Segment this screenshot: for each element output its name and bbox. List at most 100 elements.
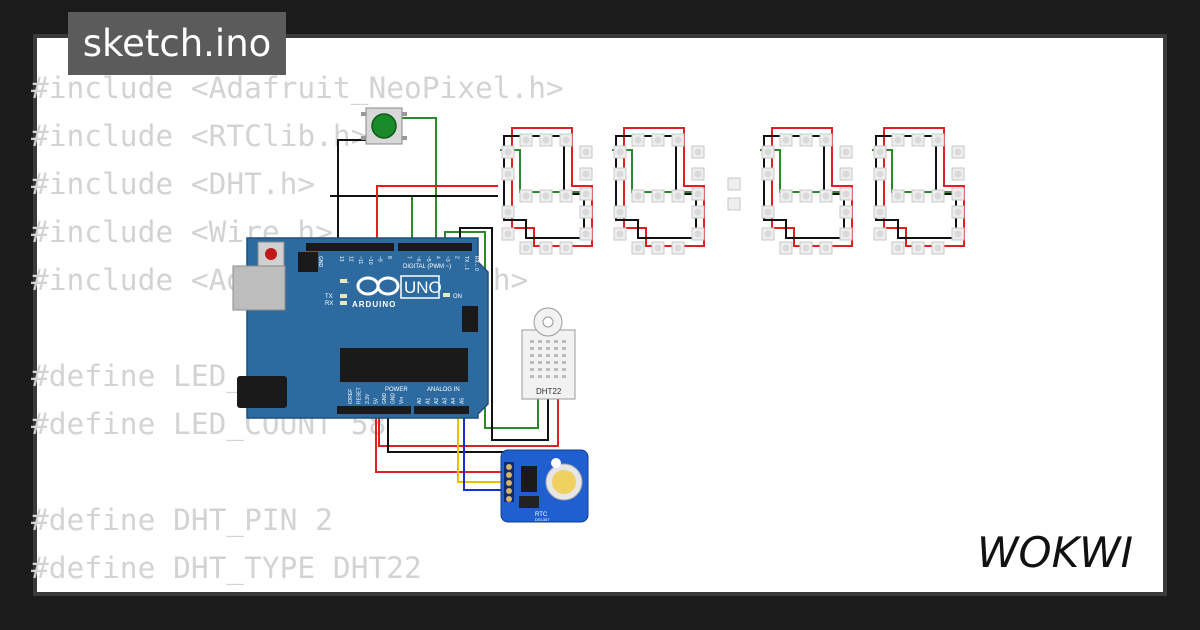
pin-label: ~3	[444, 256, 450, 262]
arduino-logo-icon	[356, 276, 400, 296]
pin-label: 12	[348, 256, 354, 262]
neopixel-lens	[782, 244, 790, 252]
analog-label: ANALOG IN	[427, 387, 460, 393]
pin-label: GND	[391, 393, 397, 405]
on-label: ON	[453, 294, 462, 300]
vent-slot	[554, 368, 558, 371]
code-background: #include <Adafruit_NeoPixel.h> #include <…	[31, 64, 564, 592]
vent-slot	[530, 361, 534, 364]
neopixel-lens	[634, 136, 642, 144]
neopixel-lens	[954, 190, 962, 198]
neopixel-lens	[934, 192, 942, 200]
vent-slot	[562, 375, 566, 378]
neopixel-lens	[694, 190, 702, 198]
vent-slot	[546, 375, 550, 378]
diagram-canvas	[37, 38, 1163, 592]
vent-slot	[554, 375, 558, 378]
vent-slot	[538, 347, 542, 350]
usb-port	[232, 265, 286, 311]
neopixel-lens	[822, 136, 830, 144]
neopixel-lens	[504, 170, 512, 178]
neopixel-lens	[842, 148, 850, 156]
pin-label: A0	[417, 398, 423, 404]
vent-slot	[538, 340, 542, 343]
neopixel-lens	[522, 192, 530, 200]
neopixel-lens	[562, 192, 570, 200]
wire-rtc-5v[interactable]	[375, 414, 504, 473]
neopixel-lens	[954, 208, 962, 216]
pin-label: A3	[443, 398, 449, 404]
vent-slot	[554, 340, 558, 343]
pin-label: 5V	[374, 397, 380, 404]
pin-label: A2	[434, 398, 440, 404]
model-label: UNO	[404, 278, 442, 297]
microcontroller-chip	[340, 348, 468, 382]
code-line: #define DHT_PIN 2	[31, 503, 333, 537]
neopixel-lens	[674, 244, 682, 252]
wokwi-logo-text: WOKWI	[977, 528, 1133, 577]
neopixel-lens	[616, 170, 624, 178]
power-label: POWER	[385, 387, 408, 393]
neopixel-lens	[616, 230, 624, 238]
vent-slot	[546, 368, 550, 371]
pin-label: Vin	[399, 397, 405, 404]
power-jack	[237, 376, 287, 408]
vent-slot	[562, 347, 566, 350]
wires	[330, 117, 559, 491]
dht22-sensor[interactable]: DHT22	[521, 307, 576, 400]
wire-dht-5v[interactable]	[378, 399, 559, 447]
wire-rtc-scl[interactable]	[463, 414, 504, 491]
neopixel-lens	[876, 208, 884, 216]
push-button[interactable]	[361, 107, 407, 145]
reset-button[interactable]	[265, 248, 277, 260]
led-label-tx: TX	[325, 294, 333, 300]
vent-slot	[562, 354, 566, 357]
wire-dht-gnd[interactable]	[459, 227, 549, 441]
neopixel-lens	[782, 192, 790, 200]
neopixel-lens	[674, 192, 682, 200]
pin-label: A1	[426, 398, 432, 404]
pin-label: IOREF	[348, 389, 354, 404]
neopixel-lens	[822, 244, 830, 252]
neopixel-lens	[694, 208, 702, 216]
neopixel-lens	[504, 230, 512, 238]
neopixel-lens	[582, 148, 590, 156]
neopixel-lens	[504, 148, 512, 156]
arduino-uno[interactable]: DIGITAL (PWM ~) AREFGND1312~11~10~987~6~…	[232, 237, 489, 419]
pin-label: 2	[454, 256, 460, 259]
neopixel-lens	[842, 170, 850, 178]
neopixel-lens	[542, 192, 550, 200]
led-display	[500, 127, 965, 255]
neopixel-lens	[876, 230, 884, 238]
wire-rtc-gnd[interactable]	[387, 414, 504, 453]
neopixel-lens	[954, 148, 962, 156]
neopixel-lens	[764, 170, 772, 178]
neopixel-lens	[582, 230, 590, 238]
pin-label: 13	[338, 256, 344, 262]
file-tab[interactable]: sketch.ino	[68, 12, 286, 75]
rtc-label: RTC	[535, 512, 548, 518]
neopixel-lens	[634, 244, 642, 252]
vent-slot	[538, 375, 542, 378]
rtc-module[interactable]: RTC DS1307	[500, 449, 589, 523]
neopixel-lens	[802, 244, 810, 252]
dht-label: DHT22	[536, 387, 562, 396]
neopixel-led	[727, 197, 741, 211]
neopixel-lens	[764, 148, 772, 156]
vent-slot	[554, 361, 558, 364]
pin-label: 3.3V	[365, 393, 371, 404]
code-line: #include <Adafruit_NeoPixel.h>	[31, 71, 564, 105]
neopixel-lens	[504, 208, 512, 216]
wire-button-signal[interactable]	[402, 117, 437, 250]
wire-button-gnd[interactable]	[337, 139, 366, 250]
pin-label: RESET	[357, 387, 363, 404]
wire-rtc-sda[interactable]	[457, 414, 504, 483]
neopixel-lens	[674, 136, 682, 144]
code-line: #include <DHT.h>	[31, 167, 316, 201]
neopixel-lens	[616, 208, 624, 216]
neopixel-lens	[654, 192, 662, 200]
brand-label: ARDUINO	[352, 300, 396, 309]
pin-label: GND	[317, 256, 323, 268]
vent-slot	[546, 354, 550, 357]
